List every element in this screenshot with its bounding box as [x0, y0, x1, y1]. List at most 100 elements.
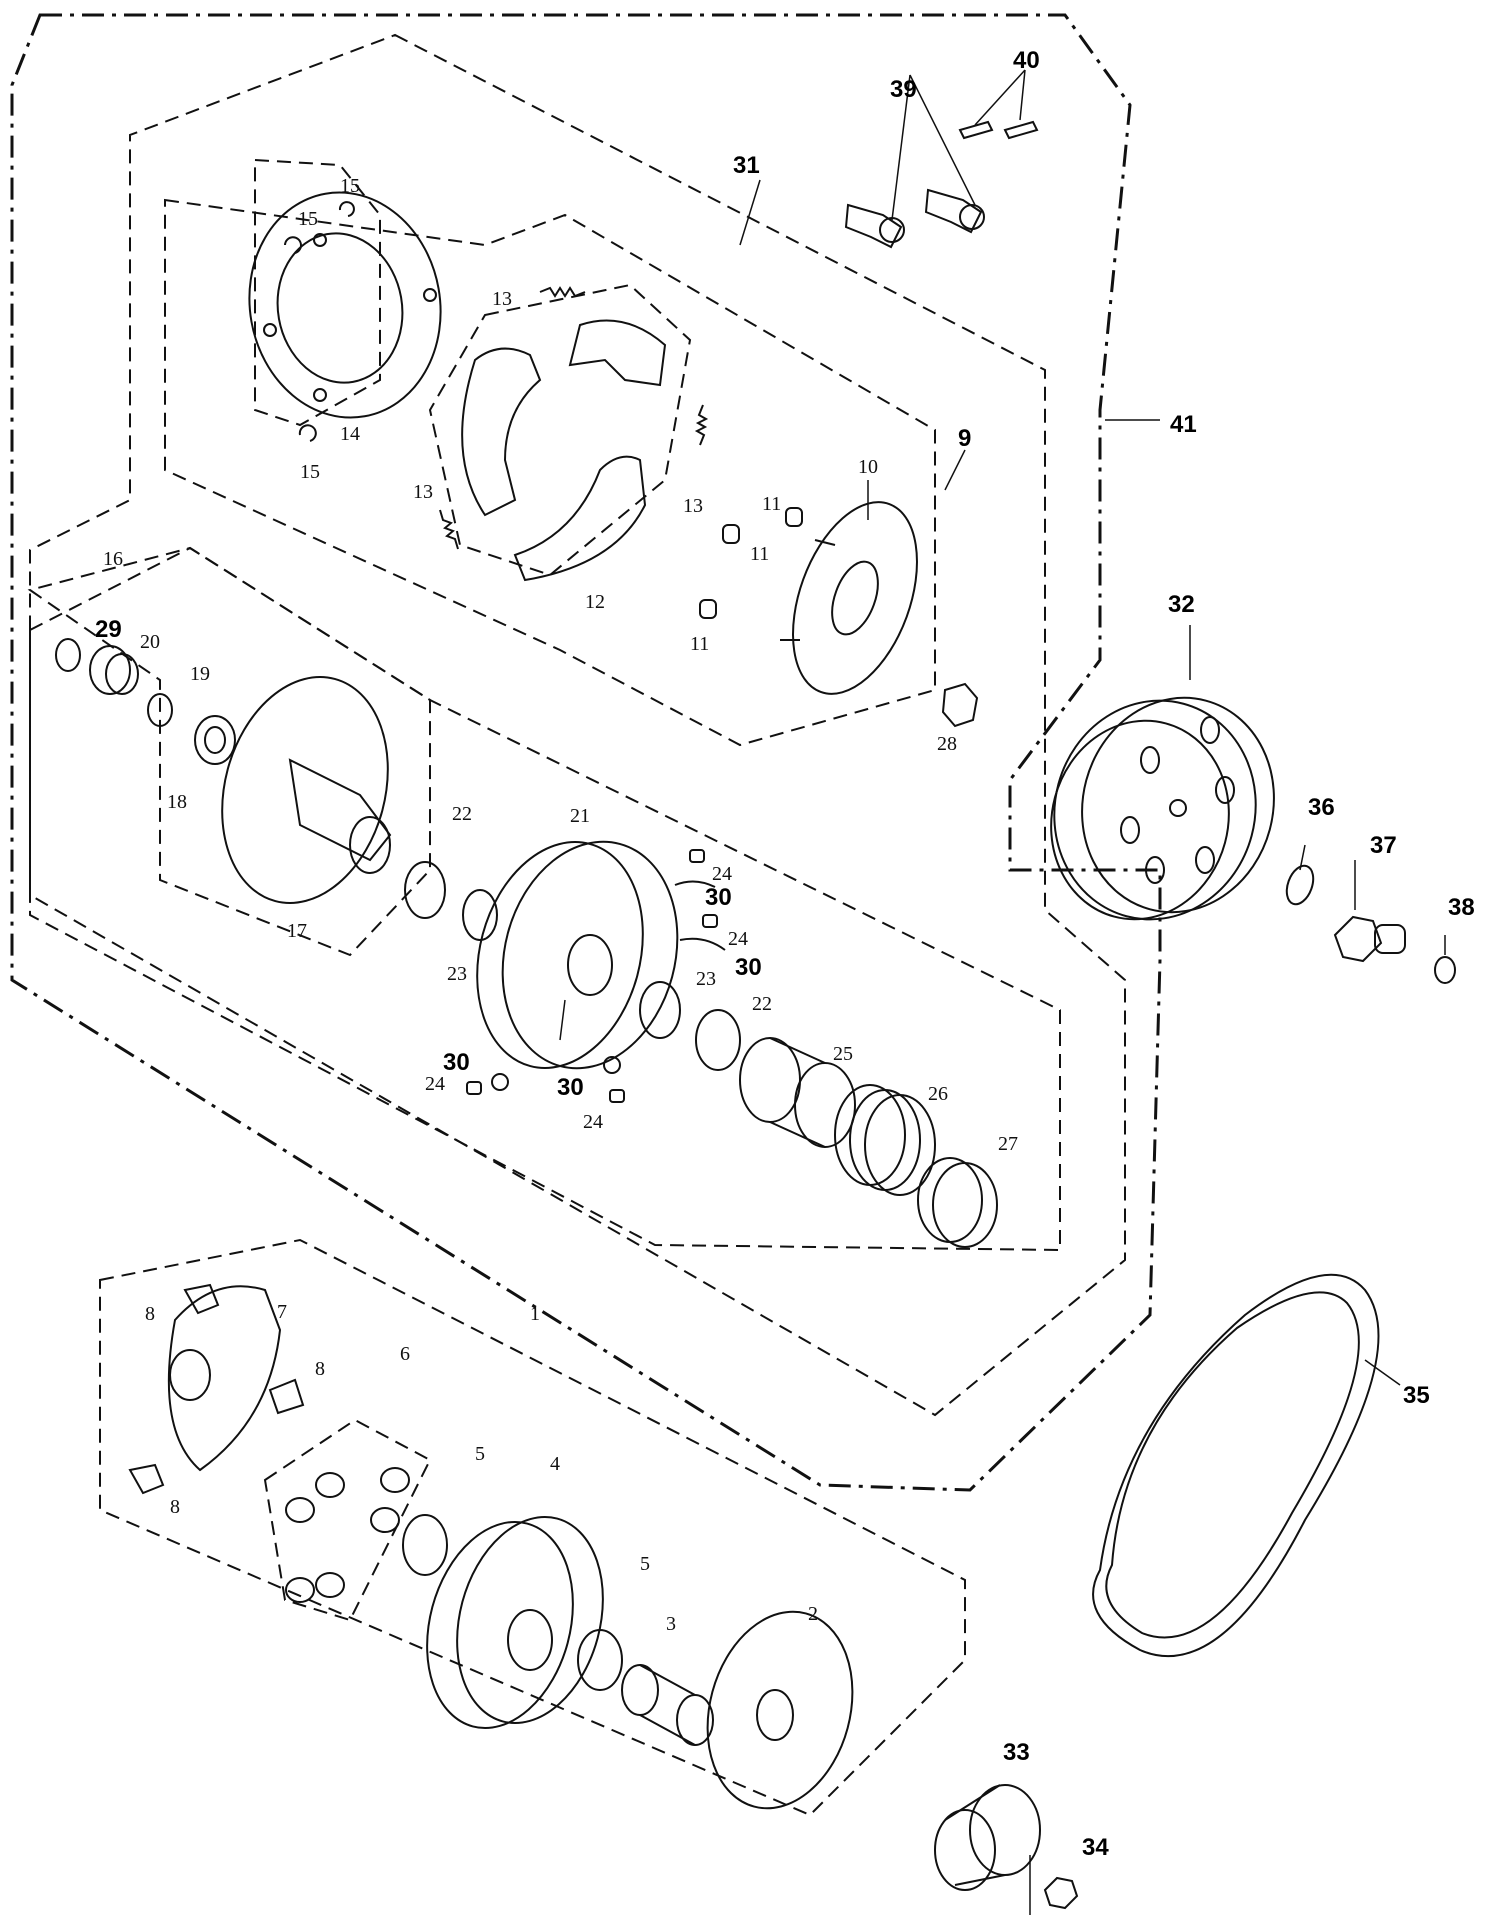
label-15a: 15: [298, 208, 318, 230]
label-4: 4: [550, 1453, 560, 1475]
label-39: 39: [890, 76, 917, 103]
ramp-plate-7: [167, 1285, 282, 1472]
label-3: 3: [666, 1613, 676, 1635]
assembly-18-subframe: [27, 546, 431, 957]
label-29: 29: [95, 616, 122, 643]
label-11c: 11: [690, 633, 709, 655]
o-ring-23-upper: [462, 889, 498, 941]
spring-26: [834, 1084, 936, 1196]
assembly-1-outline: [99, 1238, 966, 1817]
clutch-shoes-12: [461, 319, 667, 582]
label-35: 35: [1403, 1382, 1430, 1409]
label-16: 16: [103, 548, 123, 570]
washer-36: [1285, 864, 1315, 906]
label-38: 38: [1448, 894, 1475, 921]
label-5-upper: 5: [475, 1443, 485, 1465]
leader-lines: [559, 69, 1446, 1915]
circlip-19: [147, 693, 173, 727]
label-21: 21: [570, 805, 590, 827]
clutch-bell-32: [1050, 696, 1275, 921]
drive-belt-35: [1092, 1273, 1380, 1658]
rollers-30: [491, 880, 726, 1091]
label-24d: 24: [583, 1111, 603, 1133]
springs-13: [439, 286, 709, 550]
label-24a: 24: [712, 863, 732, 885]
label-36: 36: [1308, 794, 1335, 821]
label-28: 28: [937, 733, 957, 755]
needle-bearing-20: [89, 645, 139, 695]
label-15c: 15: [300, 461, 320, 483]
label-19: 19: [190, 663, 210, 685]
label-8b: 8: [315, 1358, 325, 1380]
label-30c: 30: [443, 1049, 470, 1076]
movable-drive-face-4: [426, 1515, 604, 1730]
washer-5-lower: [577, 1629, 623, 1691]
circlips-15: [284, 201, 355, 442]
label-12: 12: [585, 591, 605, 613]
assembly-9-outline: [164, 198, 936, 747]
washer-38: [1434, 956, 1456, 984]
drive-plate-10: [780, 501, 918, 695]
label-9: 9: [958, 425, 971, 452]
label-15b: 15: [340, 175, 360, 197]
label-27: 27: [998, 1133, 1018, 1155]
collar-3: [621, 1664, 714, 1746]
label-22-upper: 22: [452, 803, 472, 825]
oil-seal-22-upper: [404, 861, 446, 919]
label-24c: 24: [425, 1073, 445, 1095]
label-14: 14: [340, 423, 360, 445]
assembly-14-outline: [254, 158, 381, 427]
label-23-upper: 23: [447, 963, 467, 985]
fixed-driven-face-17: [221, 676, 392, 904]
label-23-lower: 23: [696, 968, 716, 990]
label-41: 41: [1170, 411, 1197, 438]
assembly-16-outline: [29, 546, 1061, 1252]
label-33: 33: [1003, 1739, 1030, 1766]
label-7: 7: [277, 1301, 287, 1323]
backing-plate-14: [248, 191, 442, 419]
bushings-11: [699, 507, 803, 619]
label-22-lower: 22: [752, 993, 772, 1015]
nut-34: [1043, 1876, 1079, 1910]
assembly-6-outline: [263, 1418, 432, 1622]
oil-seal-29: [55, 638, 81, 672]
label-5-lower: 5: [640, 1553, 650, 1575]
label-25: 25: [833, 1043, 853, 1065]
label-8a: 8: [145, 1303, 155, 1325]
label-30d: 30: [557, 1074, 584, 1101]
bolts-40: [958, 120, 1039, 140]
oil-seal-22-lower: [695, 1009, 741, 1071]
label-40: 40: [1013, 47, 1040, 74]
sliders-8: [128, 1283, 305, 1495]
o-ring-23-lower: [639, 981, 681, 1039]
label-1: 1: [530, 1303, 540, 1325]
label-24b: 24: [728, 928, 748, 950]
label-11b: 11: [750, 543, 769, 565]
washer-5-upper: [402, 1514, 448, 1576]
label-6: 6: [400, 1343, 410, 1365]
label-13c: 13: [683, 495, 703, 517]
label-32: 32: [1168, 591, 1195, 618]
label-11a: 11: [762, 493, 781, 515]
bracket-39: [844, 188, 985, 249]
label-37: 37: [1370, 832, 1397, 859]
label-8c: 8: [170, 1496, 180, 1518]
label-34: 34: [1082, 1834, 1109, 1861]
fan-drive-face-2: [706, 1610, 854, 1810]
weight-rollers-6: [285, 1467, 410, 1603]
nut-37: [1333, 915, 1406, 963]
movable-driven-face-21: [476, 840, 679, 1070]
assembly-12-outline: [428, 283, 692, 577]
assembly-41-outline: [10, 13, 1162, 1492]
label-17: 17: [287, 920, 307, 942]
spring-seat-27: [917, 1157, 998, 1248]
bearing-18: [194, 715, 236, 765]
label-20: 20: [140, 631, 160, 653]
label-10: 10: [858, 456, 878, 478]
clutch-nut-33: [934, 1784, 1041, 1891]
nut-28: [941, 682, 979, 728]
seal-collar-25: [739, 1037, 856, 1148]
label-13a: 13: [492, 288, 512, 310]
label-2: 2: [808, 1603, 818, 1625]
